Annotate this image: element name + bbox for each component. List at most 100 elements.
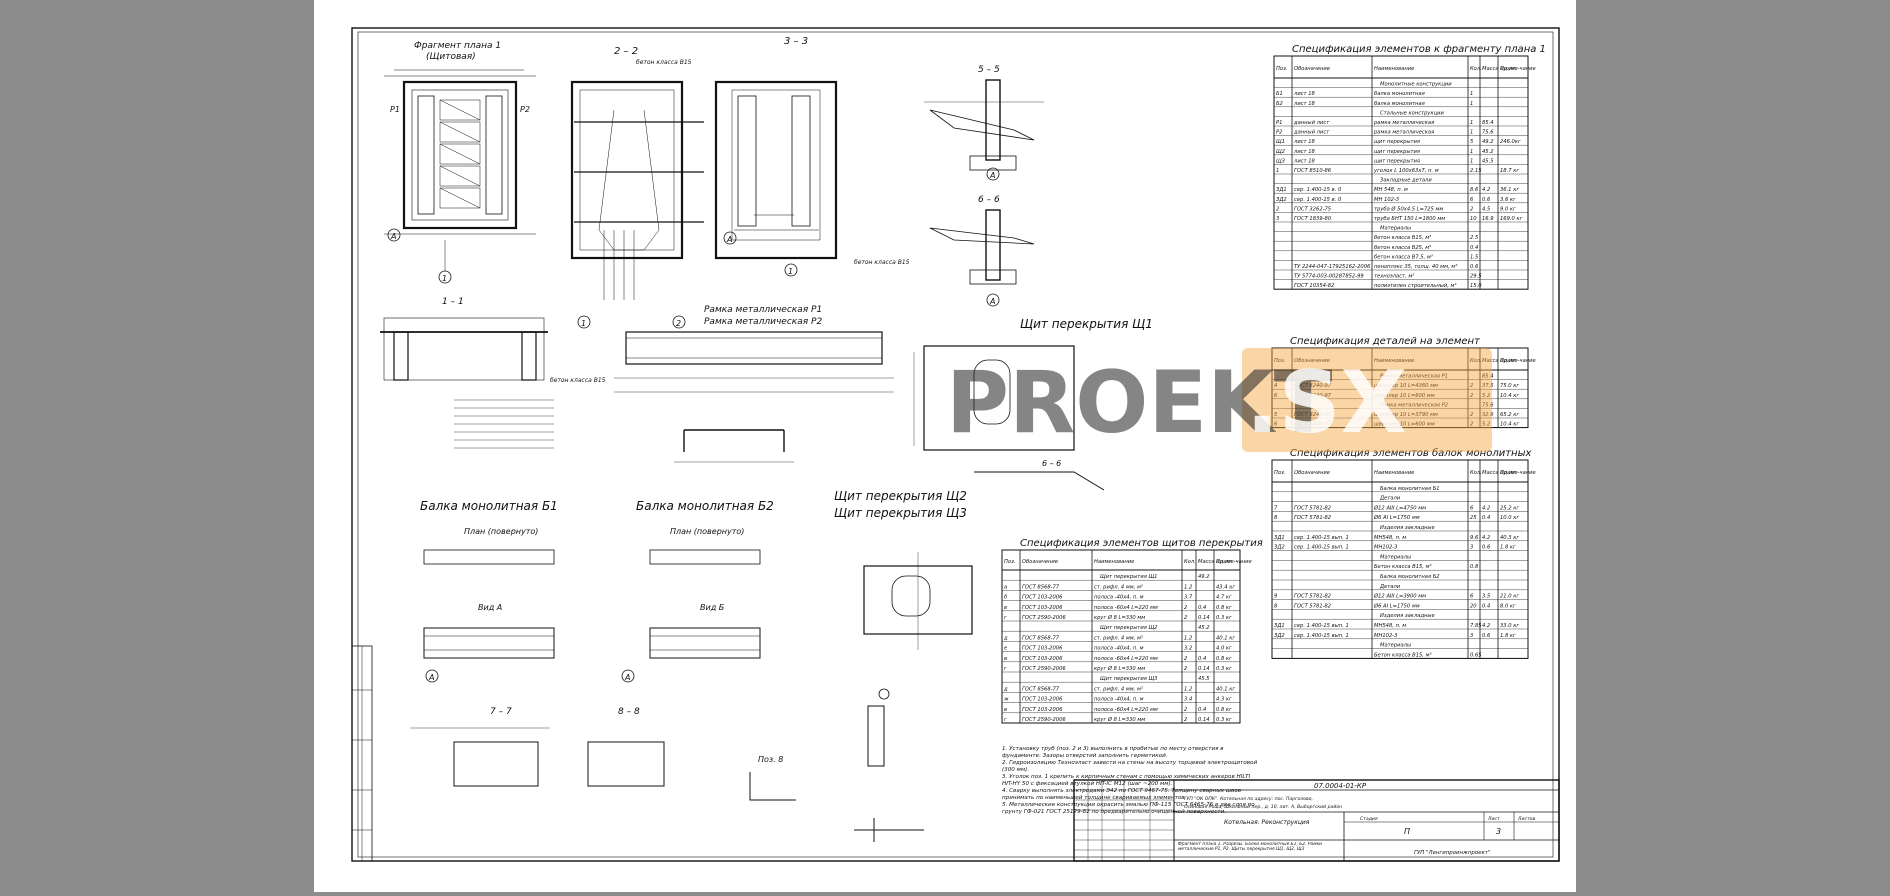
table-cell: 10.4 кг: [1500, 422, 1519, 428]
table-cell: 2: [1184, 656, 1187, 662]
table-header: Кол.: [1184, 559, 1196, 565]
table-cell: ГОСТ 10354-82: [1294, 283, 1334, 289]
table-cell: рамка металлическая: [1373, 130, 1434, 136]
table-cell: ж: [1003, 697, 1009, 703]
table-cell: 45.5: [1198, 676, 1210, 682]
table-cell: 2: [1184, 666, 1187, 672]
table-cell: МН102-3: [1374, 545, 1397, 551]
table-cell: сер. 1.400-15 вып. 1: [1294, 535, 1349, 541]
svg-text:Р1: Р1: [390, 105, 400, 114]
table-cell: 8: [1274, 603, 1278, 609]
svg-text:А: А: [390, 232, 396, 241]
table-cell: данный лист: [1293, 130, 1330, 136]
table-cell: Б1: [1276, 91, 1283, 97]
svg-text:7 – 7: 7 – 7: [490, 707, 512, 717]
table-cell: ГОСТ 8568-77: [1022, 635, 1060, 641]
table-cell: 2.15: [1470, 168, 1482, 174]
table-cell: 5: [1470, 139, 1474, 145]
table-cell: Щ2: [1276, 149, 1285, 155]
svg-text:Балка монолитная Б1: Балка монолитная Б1: [420, 499, 558, 513]
svg-text:Р2: Р2: [520, 105, 530, 114]
table-cell: ЗД1: [1274, 535, 1285, 541]
table-cell: ЗД2: [1274, 545, 1285, 551]
spec-tables: Спецификация элементов к фрагменту плана…: [1001, 44, 1546, 724]
table-cell: 4: [1274, 383, 1277, 389]
spec-details-table: Спецификация деталей на элементПоз.Обозн…: [1271, 336, 1536, 429]
table-cell: Детали: [1379, 584, 1401, 590]
svg-text:Лист: Лист: [1487, 816, 1500, 822]
table-cell: 6: [1274, 422, 1278, 428]
svg-text:План (повернуто): План (повернуто): [670, 527, 744, 536]
table-cell: Материалы: [1380, 554, 1411, 560]
table-cell: 43.4 кг: [1216, 584, 1235, 590]
table-cell: 29.5: [1470, 274, 1482, 280]
drawing-canvas: Фрагмент плана 1 (Щитовая) А 1 Р1 Р2 2 –…: [351, 27, 1560, 862]
table-cell: 8: [1274, 515, 1278, 521]
table-cell: ГОСТ 103-2006: [1022, 656, 1063, 662]
table-cell: круг Ø 8 L=330 мм: [1094, 614, 1145, 621]
table-cell: ст. рифл. 4 мм, м²: [1094, 584, 1143, 590]
table-cell: труба Ø 50х4.5 L=725 мм: [1374, 205, 1443, 212]
table-cell: ГОСТ 103-2006: [1022, 707, 1063, 713]
table-cell: 0.4: [1198, 605, 1206, 611]
table-cell: 5.2: [1482, 393, 1490, 399]
table-header: Кол.: [1470, 66, 1482, 72]
table-cell: 2: [1184, 717, 1187, 723]
table-cell: г: [1004, 615, 1007, 621]
table-cell: ГОСТ 2590-2006: [1022, 717, 1066, 723]
table-cell: 1: [1470, 101, 1473, 107]
svg-text:Рамка металлическая Р2: Рамка металлическая Р2: [704, 317, 822, 327]
table-cell: 45.2: [1482, 149, 1494, 155]
table-cell: швеллер 10 L=4360 мм: [1374, 383, 1438, 389]
drawing-sheet: Фрагмент плана 1 (Щитовая) А 1 Р1 Р2 2 –…: [314, 0, 1576, 892]
section-2-2-title: 2 – 2: [614, 46, 638, 57]
svg-text:Осиновая Роща, Школьный пер.,: Осиновая Роща, Школьный пер., д. 10, лит…: [1184, 804, 1342, 810]
table-cell: 4.5: [1482, 206, 1491, 212]
slab-shield-2-3: Щит перекрытия Щ2 Щит перекрытия Щ3: [834, 489, 973, 842]
table-cell: 0.6: [1470, 264, 1479, 270]
svg-text:1: 1: [581, 319, 586, 328]
table-cell: г: [1004, 666, 1007, 672]
table-cell: Ø6 AI L=1750 мм: [1373, 514, 1420, 521]
table-header: Приме-чание: [1500, 358, 1536, 364]
table-cell: Детали: [1379, 496, 1401, 502]
table-cell: 4.3 кг: [1216, 697, 1232, 703]
table-cell: Рамка металлическая Р2: [1380, 402, 1448, 408]
table-cell: Р1: [1276, 120, 1282, 126]
table-cell: 0.14: [1198, 615, 1210, 621]
spec-details-table-title: Спецификация деталей на элемент: [1290, 336, 1481, 347]
table-cell: Балка монолитная Б1: [1380, 486, 1440, 492]
table-cell: 2: [1470, 393, 1473, 399]
table-header: Приме-чание: [1216, 559, 1252, 565]
table-cell: щит перекрытия: [1374, 149, 1420, 155]
table-cell: 45.5: [1482, 158, 1494, 164]
slab-shield-1: Щит перекрытия Щ1 6 – 6: [913, 317, 1153, 491]
svg-text:А: А: [989, 171, 995, 180]
table-cell: сер. 1.400-15 в. 0: [1294, 197, 1342, 203]
table-cell: 3.5: [1482, 594, 1491, 600]
table-cell: 85.4: [1482, 120, 1494, 126]
table-cell: Закладные детали: [1380, 178, 1432, 184]
table-cell: Стальные конструкции: [1380, 110, 1444, 116]
table-cell: полоса -40х4, п. м: [1094, 595, 1144, 601]
table-cell: ГОСТ 5781-82: [1294, 603, 1331, 609]
table-cell: 3.2: [1184, 646, 1192, 652]
svg-text:Стадия: Стадия: [1360, 816, 1378, 822]
table-cell: ГОСТ 103-2006: [1022, 697, 1063, 703]
svg-text:бетон класса В15: бетон класса В15: [854, 259, 910, 266]
table-cell: 2: [1184, 707, 1187, 713]
svg-text:Щит перекрытия Щ2: Щит перекрытия Щ2: [834, 489, 967, 503]
table-cell: Изделия закладные: [1380, 613, 1435, 619]
table-cell: 0.8 кг: [1216, 656, 1232, 662]
watermark-accent-box: [1242, 348, 1492, 452]
table-cell: 1.2: [1184, 635, 1192, 641]
table-cell: 3: [1470, 545, 1473, 551]
svg-text:План (повернуто): План (повернуто): [464, 527, 538, 536]
table-header: Поз.: [1004, 559, 1015, 565]
table-cell: сер. 1.400-15 вып. 1: [1294, 633, 1349, 639]
table-cell: балка монолитная: [1374, 91, 1425, 97]
table-cell: 8.6: [1470, 187, 1479, 193]
table-cell: 2: [1470, 422, 1473, 428]
table-cell: 4.2: [1482, 187, 1490, 193]
table-cell: ГОСТ 5781-82: [1294, 594, 1331, 600]
